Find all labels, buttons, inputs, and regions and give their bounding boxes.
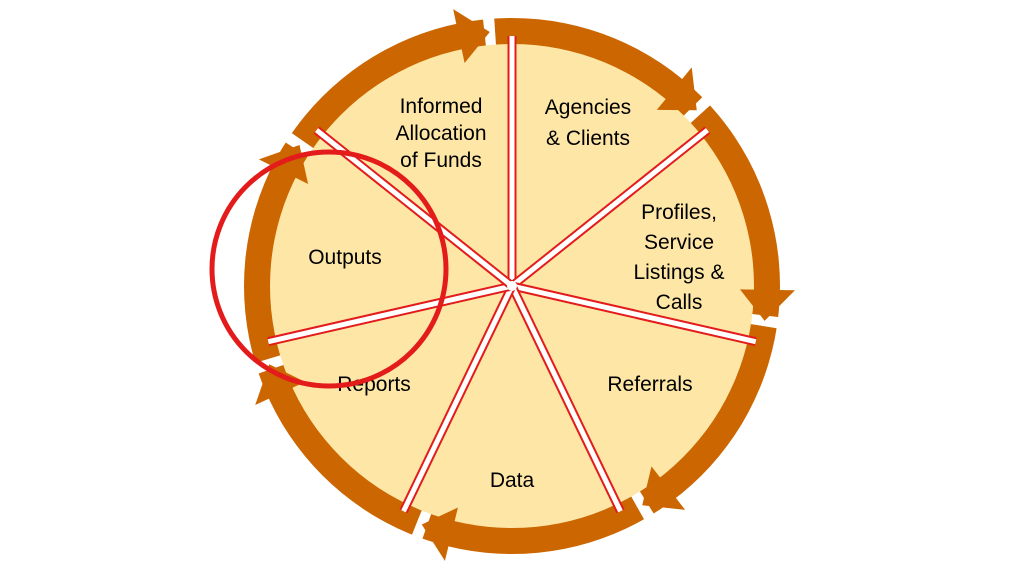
label-line: Listings & [633,261,724,284]
arrow-head [739,289,795,321]
label-line: Informed [400,95,483,118]
label-line: Allocation [395,122,486,145]
divider-core [509,284,623,513]
segment-label-informed-allocation: Informed Allocation of Funds [395,95,486,172]
segment-label-referrals: Referrals [607,373,692,396]
segment-label-profiles: Profiles, Service Listings & Calls [633,201,724,314]
label-line: Calls [656,291,703,314]
arrow-heads [255,9,795,561]
divider-core [267,283,513,345]
label-line: Referrals [607,373,692,396]
segment-label-agencies-clients: Agencies & Clients [545,96,631,150]
segment-label-outputs: Outputs [308,246,382,269]
divider-core [510,128,710,288]
segment-label-reports: Reports [337,373,411,396]
segment-label-data: Data [490,469,535,492]
arrow-head [642,466,686,510]
label-line: Outputs [308,246,382,269]
divider-core [401,284,515,513]
label-line: Reports [337,373,411,396]
arrow-head [453,9,490,63]
arrow-head [421,507,458,561]
arrow-head [255,364,306,405]
segment-dividers [267,36,757,514]
divider-hub [507,281,517,291]
label-line: Data [490,469,535,492]
label-line: of Funds [400,149,482,172]
label-line: Agencies [545,96,631,119]
label-line: & Clients [546,127,630,150]
divider-core [511,283,757,345]
highlight-circle [209,149,449,389]
label-line: Profiles, [641,201,717,224]
label-line: Service [644,231,714,254]
arrow-head [656,67,697,111]
